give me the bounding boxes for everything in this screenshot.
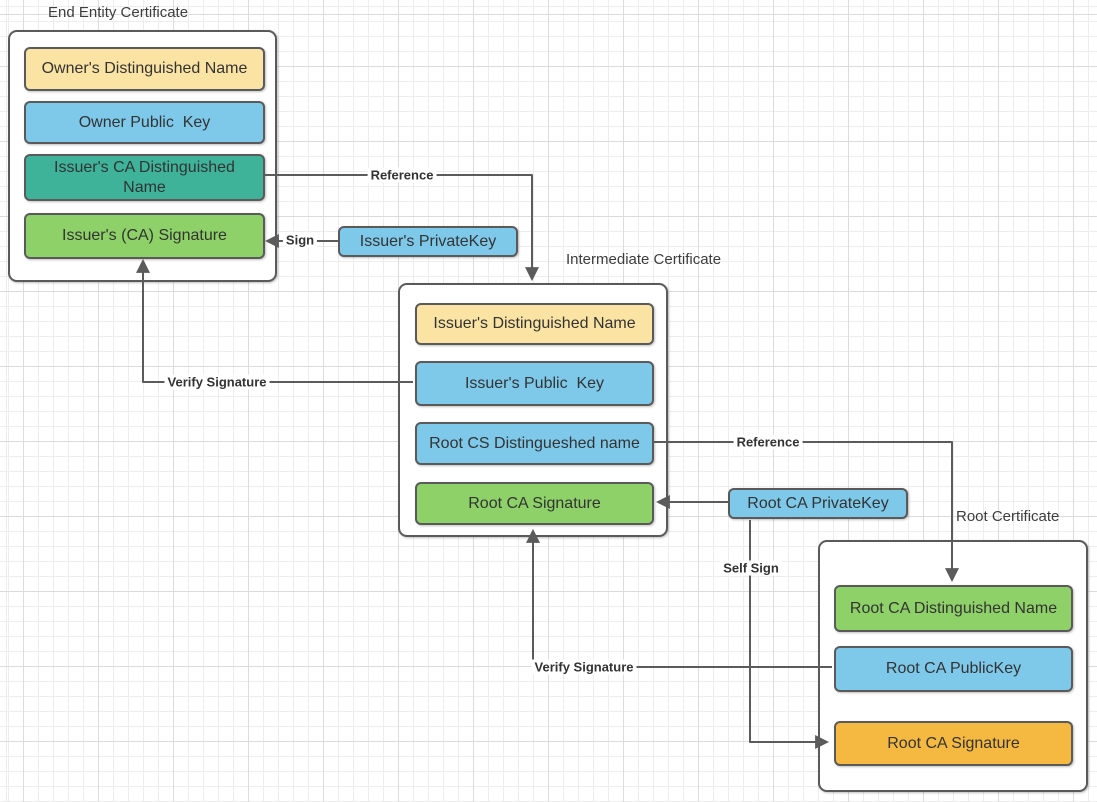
field-issuers-ca-distinguished-name[interactable]: Issuer's CA Distinguished Name xyxy=(24,154,265,201)
connector-self-sign[interactable] xyxy=(749,520,830,749)
intermediate-certificate-container[interactable]: Issuer's Distinguished Name Issuer's Pub… xyxy=(398,283,668,537)
label-reference-1[interactable]: Reference xyxy=(367,167,437,183)
label-verify-signature-2[interactable]: Verify Signature xyxy=(531,659,637,675)
field-root-ca-distinguished-name[interactable]: Root CA Distinguished Name xyxy=(834,585,1073,632)
label-verify-signature-1[interactable]: Verify Signature xyxy=(164,374,270,390)
root-ca-privatekey-box[interactable]: Root CA PrivateKey xyxy=(728,488,908,519)
field-issuers-distinguished-name[interactable]: Issuer's Distinguished Name xyxy=(415,303,654,345)
intermediate-certificate-title[interactable]: Intermediate Certificate xyxy=(566,251,722,268)
field-owners-distinguished-name[interactable]: Owner's Distinguished Name xyxy=(24,47,265,91)
label-self-sign[interactable]: Self Sign xyxy=(720,560,782,576)
field-owner-public-key[interactable]: Owner Public Key xyxy=(24,101,265,144)
root-certificate-container[interactable]: Root CA Distinguished Name Root CA Publi… xyxy=(818,540,1088,792)
root-certificate-title[interactable]: Root Certificate xyxy=(956,508,1060,525)
field-root-ca-signature-intermediate[interactable]: Root CA Signature xyxy=(415,482,654,525)
field-root-ca-publickey[interactable]: Root CA PublicKey xyxy=(834,646,1073,692)
end-entity-certificate-container[interactable]: Owner's Distinguished Name Owner Public … xyxy=(8,30,277,282)
label-reference-2[interactable]: Reference xyxy=(733,434,803,450)
label-sign[interactable]: Sign xyxy=(282,232,318,248)
field-root-cs-distingueshed-name[interactable]: Root CS Distingueshed name xyxy=(415,422,654,465)
connector-verify-signature-2[interactable] xyxy=(526,528,832,668)
field-root-ca-signature-root[interactable]: Root CA Signature xyxy=(834,721,1073,766)
field-issuers-ca-signature[interactable]: Issuer's (CA) Signature xyxy=(24,213,265,259)
end-entity-certificate-title[interactable]: End Entity Certificate xyxy=(48,4,189,21)
issuers-privatekey-box[interactable]: Issuer's PrivateKey xyxy=(338,226,518,257)
field-issuers-public-key[interactable]: Issuer's Public Key xyxy=(415,361,654,406)
